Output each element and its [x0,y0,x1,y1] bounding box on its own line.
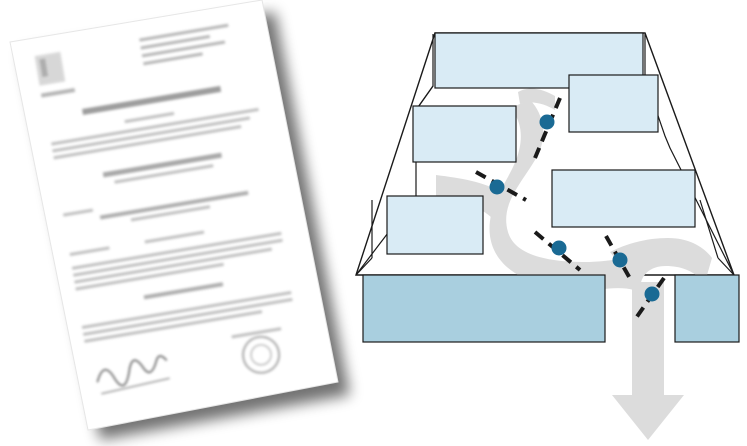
document-signature [96,355,168,387]
flow-path-main [489,100,640,291]
document-body-lines [51,107,293,343]
flow-path-right-branch [610,238,712,290]
document-header-lines [40,23,229,98]
stamp-inner [250,344,272,366]
signature-line [101,377,170,395]
document-title [82,85,222,115]
waypoint-1 [539,114,555,130]
logo-mark [39,58,49,78]
room-front-left [362,274,606,343]
room-left-upper [412,105,517,163]
room-left-lower [386,195,484,255]
waypoint-5 [644,286,660,302]
waypoint-4 [612,252,628,268]
floor-plan [355,32,740,440]
rooms [362,32,740,343]
document-logo [34,51,66,86]
flow-path-top [518,88,555,110]
document-content [34,23,293,395]
room-front-right [674,274,740,343]
wall-edge-front-left [355,257,373,276]
dash-line-1 [533,97,562,159]
document-stamp [242,335,281,374]
waypoint-3 [551,240,567,256]
wall-inner-right [699,199,719,259]
waypoint-2 [489,179,505,195]
dash-line-3 [533,230,582,272]
wall-edge-front-right [717,257,735,276]
waypoints [489,114,660,302]
exit-arrow [612,282,684,440]
room-right-upper [568,74,659,133]
document [9,0,350,440]
room-right-middle [551,169,696,228]
